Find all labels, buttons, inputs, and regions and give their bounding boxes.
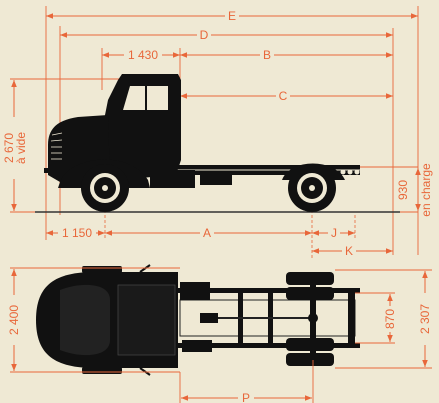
dim-label-height-note: à vide bbox=[14, 132, 28, 164]
dim-label-frame-height: 930 bbox=[396, 180, 410, 200]
dim-label-a: A bbox=[203, 226, 211, 240]
dim-label-height: 2 670 bbox=[2, 133, 16, 163]
dim-label-frame-height-note-visible: en charge bbox=[419, 163, 433, 217]
dim-label-cab-length: 1 430 bbox=[128, 48, 158, 62]
top-view-dimensions bbox=[2, 267, 437, 403]
dim-label-c: C bbox=[279, 89, 288, 103]
dim-label-p: P bbox=[242, 391, 250, 403]
dim-label-b: B bbox=[263, 48, 271, 62]
truck-top-view bbox=[36, 264, 360, 376]
dim-label-frame-width: 870 bbox=[383, 309, 397, 329]
dim-label-d: D bbox=[200, 28, 209, 42]
dimension-labels: E D 1 430 B C 1 150 A J K 2 670 à vide 9… bbox=[2, 9, 432, 403]
dim-label-e: E bbox=[228, 9, 236, 23]
dim-label-j: J bbox=[331, 226, 337, 240]
truck-side-view bbox=[35, 74, 400, 213]
dim-label-front-overhang: 1 150 bbox=[62, 226, 92, 240]
dim-label-overall-width: 2 400 bbox=[7, 305, 21, 335]
dim-label-rear-track: 2 307 bbox=[418, 304, 432, 334]
dim-label-k: K bbox=[345, 244, 353, 258]
side-view-dimensions bbox=[1, 6, 421, 259]
